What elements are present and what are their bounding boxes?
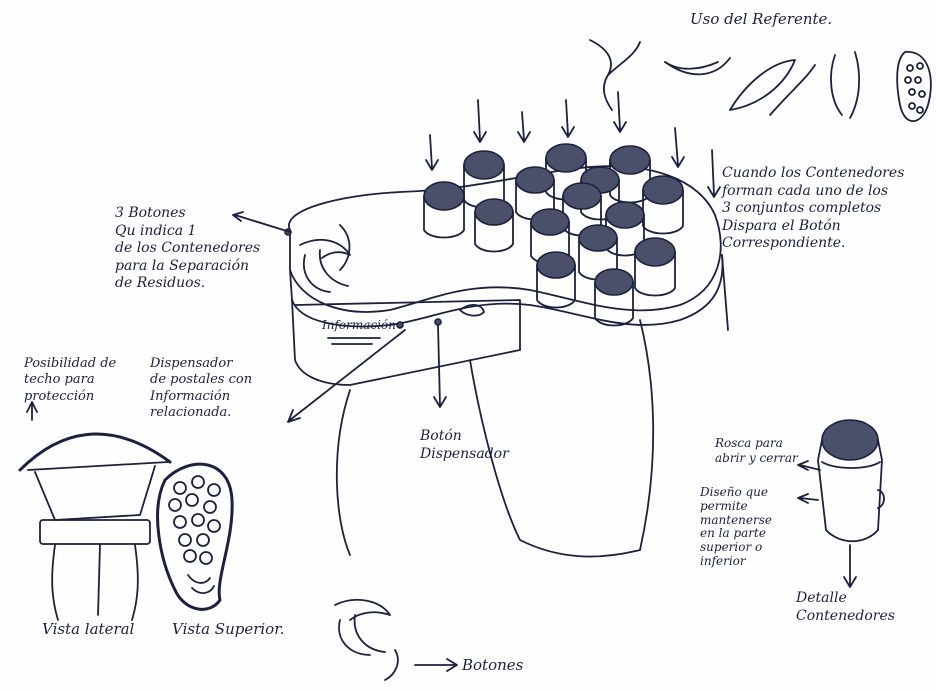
botones-legend-label: Botones [462,656,523,675]
leader-arrows [233,212,446,422]
referente-dots [905,63,925,113]
container [595,269,633,326]
top-view-holes [169,476,220,564]
container-detail [798,420,884,587]
contenedores-note: Cuando los Contenedores forman cada uno … [722,165,904,253]
techo-note: Posibilidad de techo para protección [24,356,116,405]
detalle-label: Detalle Contenedores [796,590,895,625]
container [643,176,683,234]
referente-label: Uso del Referente. [690,10,832,29]
boton-dispensador-label: Botón Dispensador [420,428,509,463]
container [475,199,513,252]
vista-lateral-label: Vista lateral [42,620,134,639]
diseno-note: Diseño que permite mantenerse en la part… [700,486,772,569]
main-unit [285,166,728,556]
informacion-label: Información [322,318,396,333]
rosca-note: Rosca para abrir y cerrar [715,436,798,466]
botones-note: 3 Botones Qu indica 1 de los Contenedore… [115,205,260,293]
referente-shapes [590,40,931,121]
container [635,238,675,296]
top-view [158,464,233,609]
container [424,182,464,238]
dispensador-postales-note: Dispensador de postales con Información … [150,356,252,421]
side-view [20,402,170,620]
vista-superior-label: Vista Superior. [172,620,285,639]
botones-legend [335,600,457,680]
